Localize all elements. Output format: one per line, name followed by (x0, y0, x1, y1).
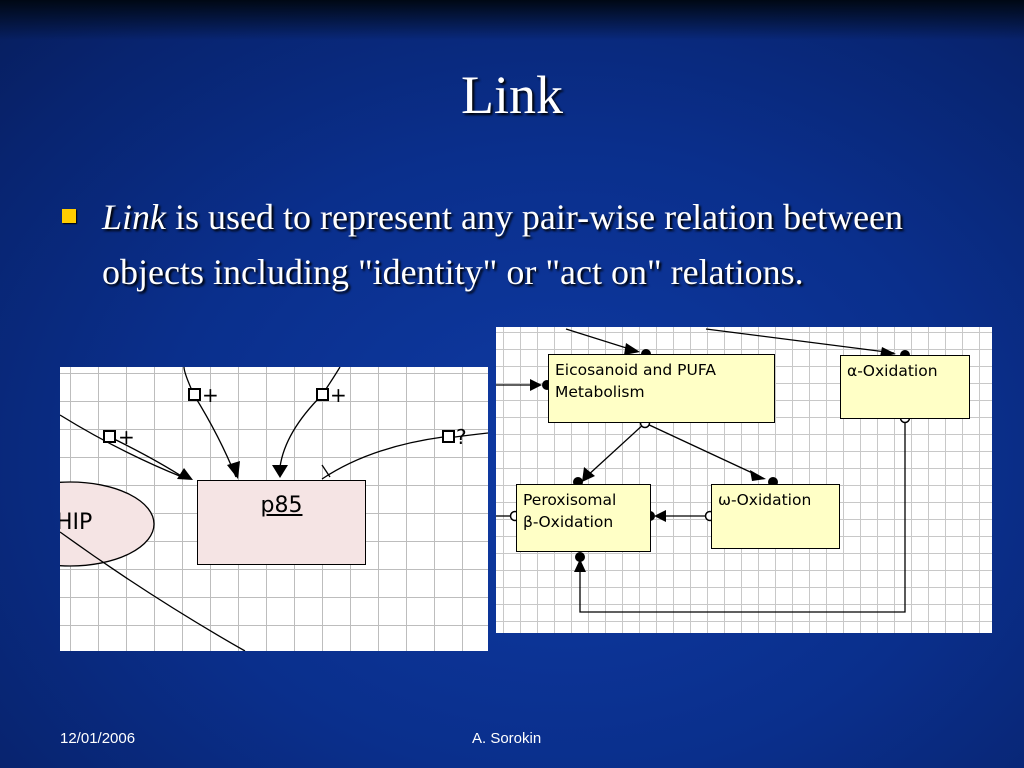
arrowhead-icon (227, 461, 240, 479)
arrowhead-icon (177, 468, 193, 480)
link-end-dot-icon (575, 552, 585, 562)
arrowhead-icon (654, 510, 666, 522)
arrowhead-icon (880, 347, 896, 357)
bullet-lead: Link (102, 197, 167, 237)
bullet-text: Link is used to represent any pair-wise … (102, 190, 962, 300)
link-sign-label: + (330, 383, 347, 407)
link-line (579, 418, 906, 613)
node-alpha-oxidation[interactable]: α-Oxidation (840, 355, 970, 419)
node-alpha-oxidation-line1: α-Oxidation (847, 362, 938, 380)
node-omega-oxidation[interactable]: ω-Oxidation (711, 484, 840, 549)
link-port-icon (316, 388, 329, 401)
hip-node-label: HIP (60, 510, 93, 535)
p85-node-label: p85 (260, 493, 303, 518)
left-diagram-panel: + + + ? p85 HIP (60, 367, 488, 651)
left-diagram-links (60, 367, 488, 651)
node-eicosanoid[interactable]: Eicosanoid and PUFA Metabolism (548, 354, 775, 423)
node-peroxisomal-line2: β-Oxidation (523, 513, 614, 531)
link-sign-label: + (202, 383, 219, 407)
arrowhead-icon (624, 343, 640, 355)
right-diagram-panel: Eicosanoid and PUFA Metabolism α-Oxidati… (496, 327, 992, 633)
arrowhead-icon (530, 379, 542, 391)
square-bullet-icon (62, 209, 76, 223)
link-sign-label: + (118, 425, 135, 449)
link-port-icon (103, 430, 116, 443)
arrowhead-icon (574, 559, 586, 572)
node-eicosanoid-line2: Metabolism (555, 383, 645, 401)
arrowhead-icon (750, 470, 766, 481)
top-band (0, 0, 1024, 40)
link-line (60, 414, 183, 478)
p85-node[interactable]: p85 (197, 480, 366, 565)
link-line (585, 422, 646, 478)
arrowhead-icon (582, 467, 595, 482)
hip-node-shape (60, 481, 155, 567)
link-line (60, 531, 246, 651)
link-line (321, 436, 444, 480)
slide-title: Link (461, 65, 563, 125)
link-line (565, 328, 637, 352)
node-omega-oxidation-line1: ω-Oxidation (718, 491, 812, 509)
link-port-icon (442, 430, 455, 443)
arrowhead-icon (272, 465, 288, 478)
link-line (644, 422, 762, 478)
footer-author: A. Sorokin (472, 730, 542, 747)
node-peroxisomal-line1: Peroxisomal (523, 491, 617, 509)
node-eicosanoid-line1: Eicosanoid and PUFA (555, 361, 716, 379)
link-sign-label: ? (456, 425, 467, 449)
link-line (705, 328, 895, 354)
footer-date: 12/01/2006 (60, 730, 136, 747)
link-line (279, 394, 323, 468)
link-port-icon (188, 388, 201, 401)
node-peroxisomal[interactable]: Peroxisomal β-Oxidation (516, 484, 651, 552)
bullet-body: is used to represent any pair-wise relat… (102, 197, 904, 292)
